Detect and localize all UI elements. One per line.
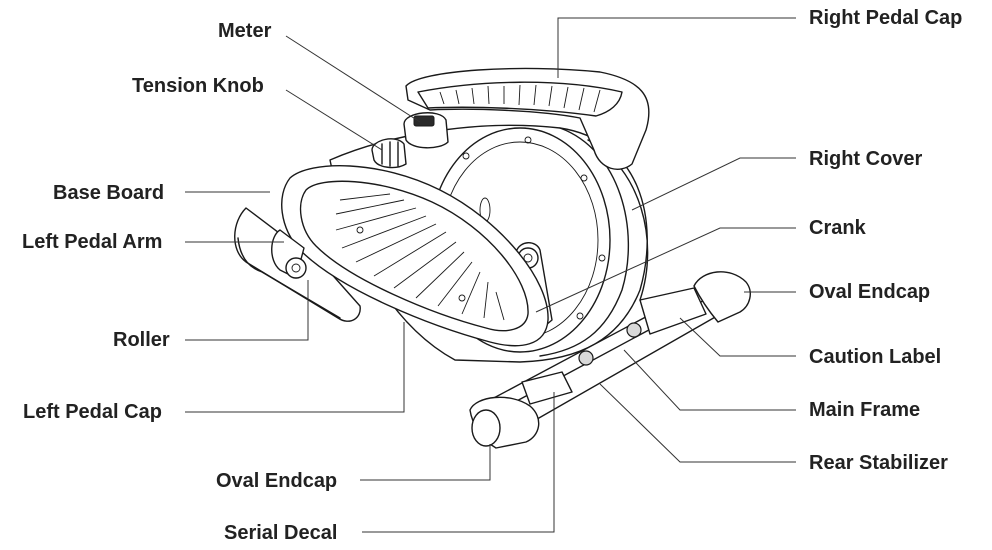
- label-crank: Crank: [809, 217, 866, 239]
- label-right-pedal-cap: Right Pedal Cap: [809, 7, 963, 29]
- label-caution-label: Caution Label: [809, 346, 942, 368]
- label-right-cover: Right Cover: [809, 148, 923, 170]
- label-roller: Roller: [113, 329, 170, 351]
- label-meter: Meter: [218, 20, 272, 42]
- label-oval-endcap-right: Oval Endcap: [809, 281, 931, 303]
- leader-lines: [185, 17, 796, 533]
- label-main-frame: Main Frame: [809, 399, 921, 421]
- label-oval-endcap-bottom: Oval Endcap: [216, 470, 338, 492]
- rear-stabilizer: [469, 271, 751, 449]
- left-pedal: [271, 165, 549, 347]
- label-left-pedal-arm: Left Pedal Arm: [22, 231, 163, 253]
- label-base-board: Base Board: [53, 182, 165, 204]
- right-pedal: [405, 67, 650, 170]
- label-left-pedal-cap: Left Pedal Cap: [23, 401, 162, 423]
- label-rear-stabilizer: Rear Stabilizer: [809, 452, 948, 474]
- meter-assembly: [371, 112, 449, 169]
- label-serial-decal: Serial Decal: [224, 522, 338, 544]
- label-tension-knob: Tension Knob: [132, 75, 264, 97]
